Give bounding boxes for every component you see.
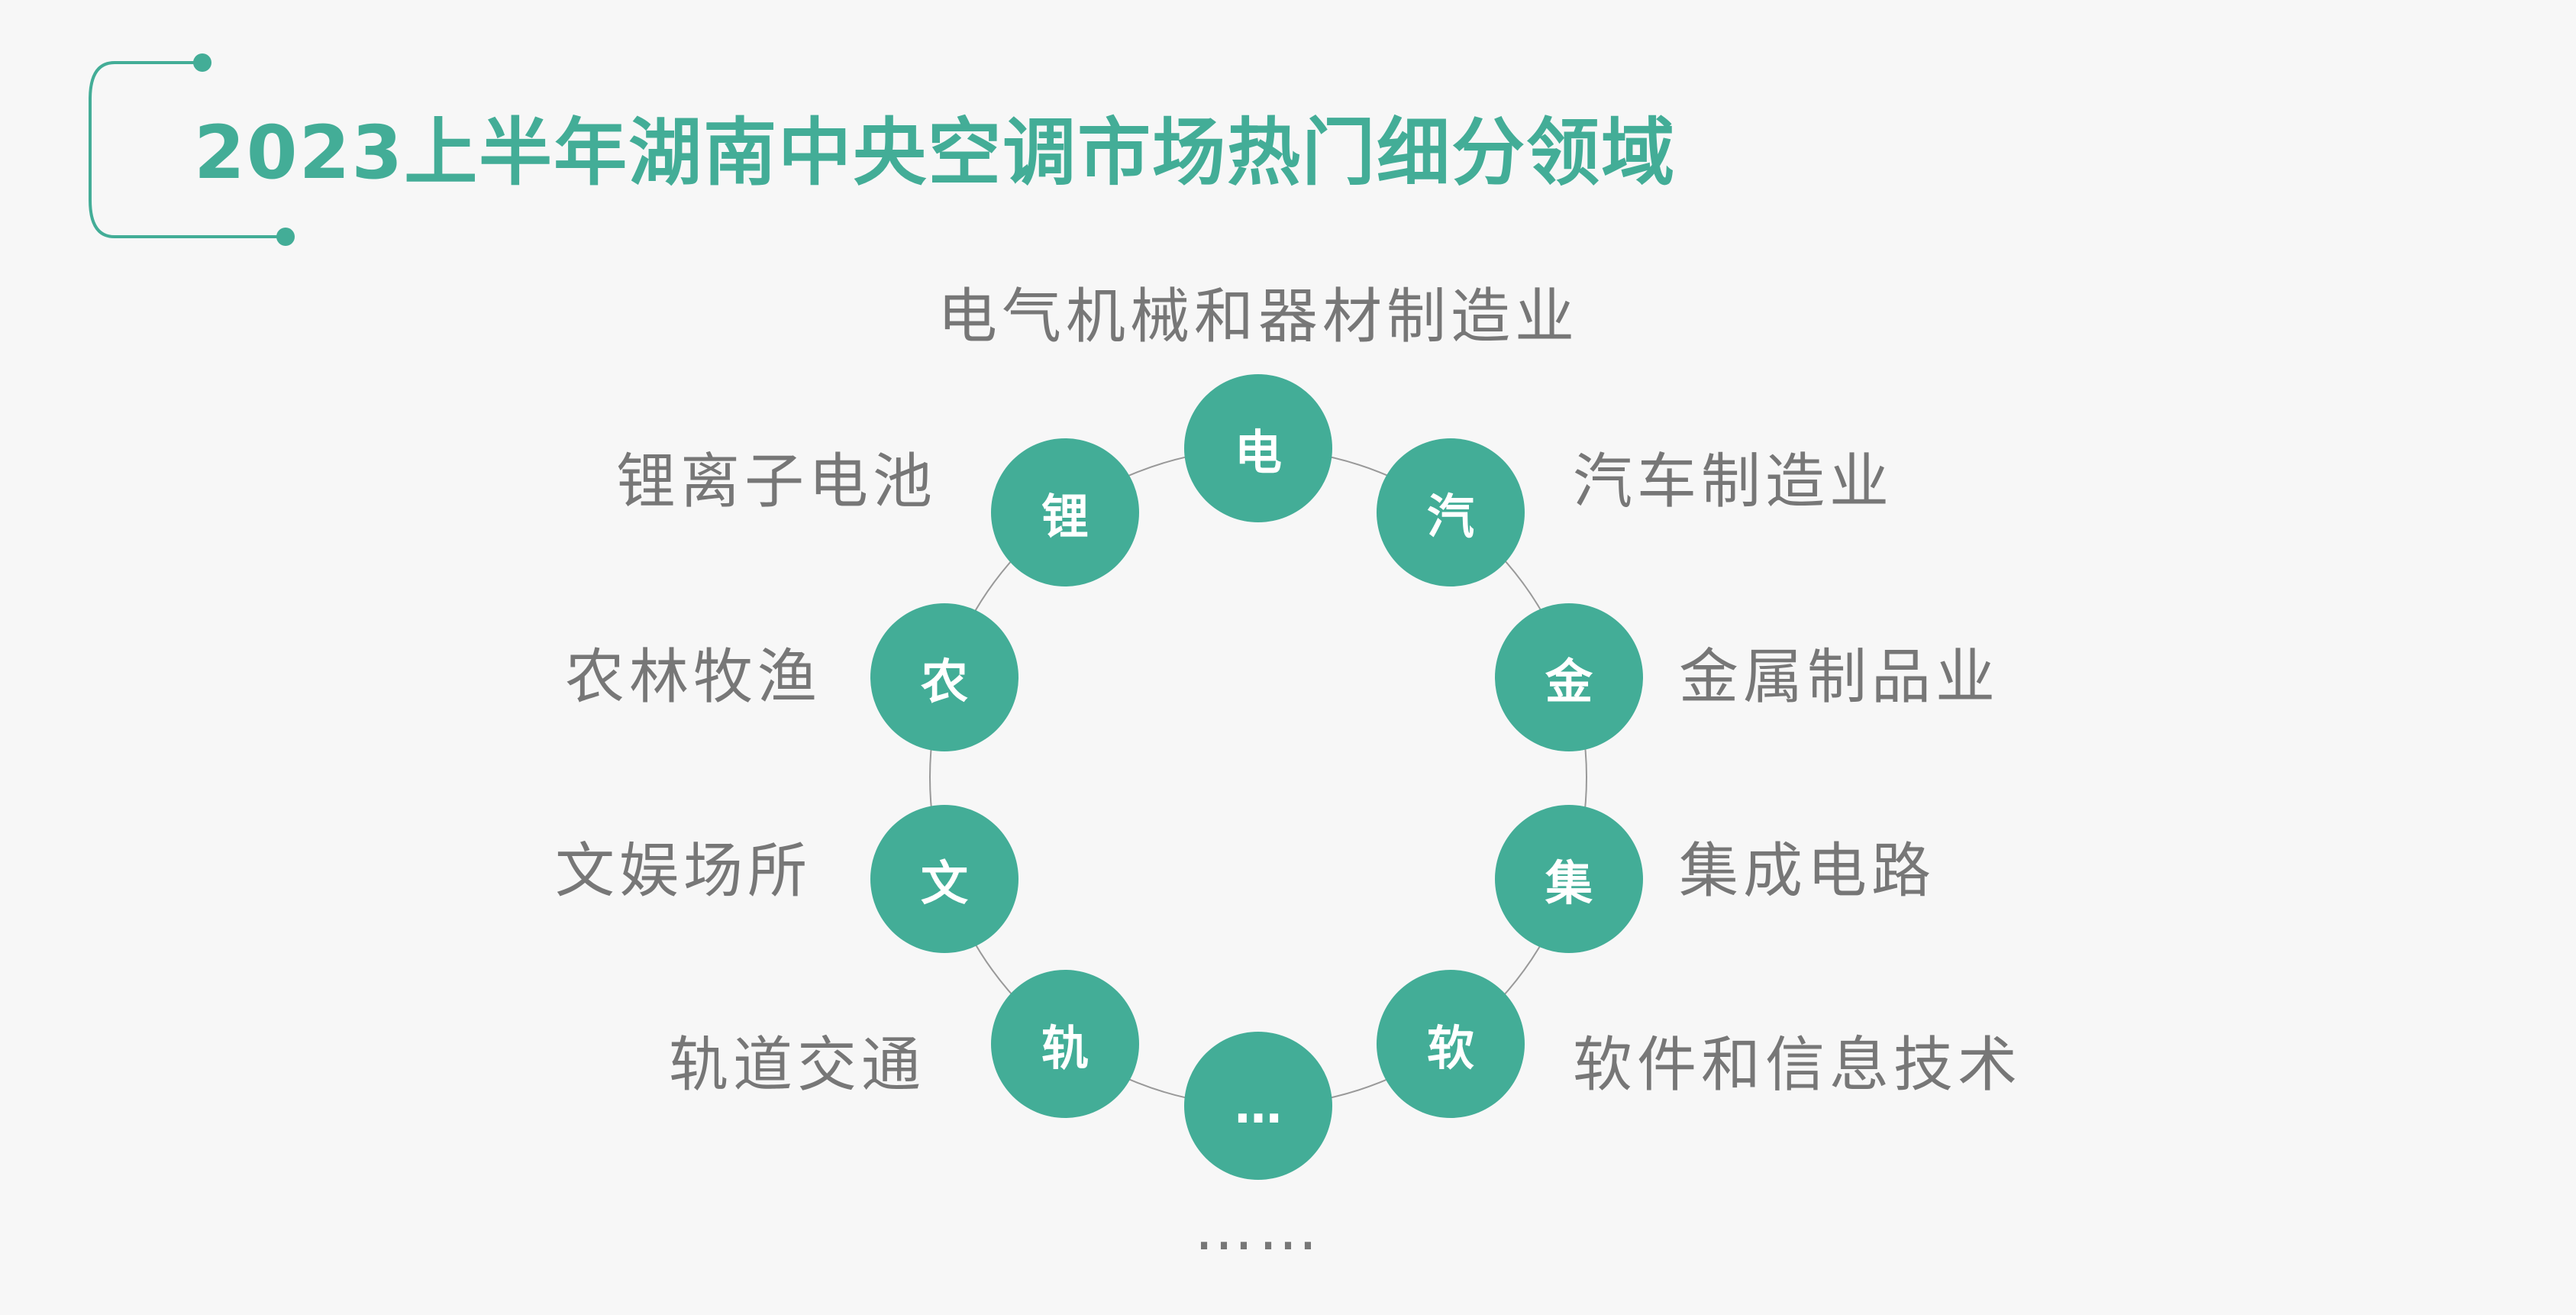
- label-rail: 轨道交通: [668, 1031, 925, 1100]
- node-ic: 集: [1495, 805, 1643, 953]
- bracket-dot-bottom: [276, 228, 295, 246]
- label-lithium: 锂离子电池: [615, 447, 937, 516]
- label-electric: 电气机械和器材制造业: [937, 283, 1580, 351]
- node-agri: 农: [870, 603, 1018, 751]
- bracket-dot-top: [193, 53, 211, 72]
- label-auto: 汽车制造业: [1573, 447, 1894, 516]
- node-auto: 汽: [1377, 438, 1525, 586]
- label-more: ……: [1194, 1195, 1322, 1264]
- label-software: 软件和信息技术: [1573, 1031, 2022, 1100]
- label-culture: 文娱场所: [554, 837, 812, 906]
- node-electric: 电: [1184, 374, 1332, 522]
- node-software: 软: [1377, 970, 1525, 1118]
- label-ic: 集成电路: [1679, 837, 1936, 906]
- node-rail: 轨: [991, 970, 1139, 1118]
- label-metal: 金属制品业: [1679, 643, 2000, 712]
- label-agri: 农林牧渔: [564, 643, 822, 712]
- page-title: 2023上半年湖南中央空调市场热门细分领域: [194, 110, 1677, 195]
- node-culture: 文: [870, 805, 1018, 953]
- title-bracket: [89, 61, 286, 238]
- node-more: …: [1184, 1032, 1332, 1180]
- node-lithium: 锂: [991, 438, 1139, 586]
- node-metal: 金: [1495, 603, 1643, 751]
